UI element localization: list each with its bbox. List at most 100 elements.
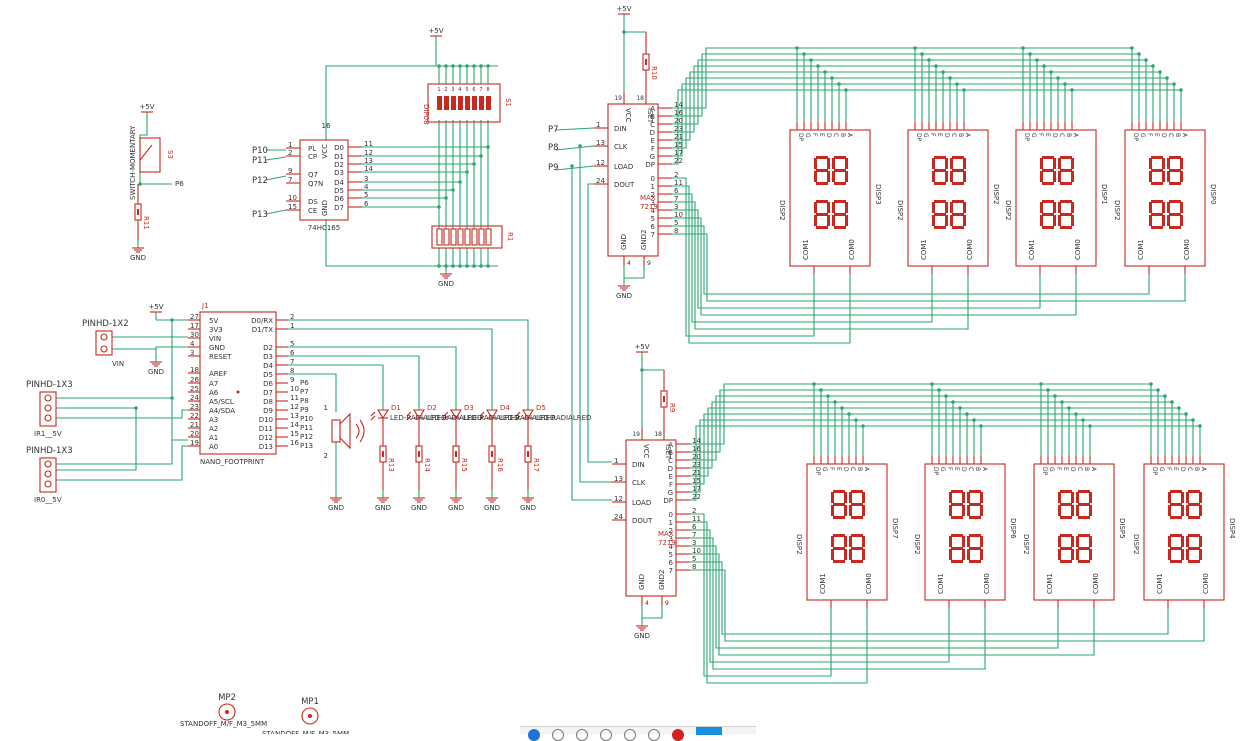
display-pin-name: G <box>804 133 811 138</box>
max-right-pin-name: 5 <box>651 215 655 223</box>
max7219-value: 7219 <box>640 203 658 211</box>
buzzer-wave <box>355 423 360 439</box>
junction-dot <box>458 180 462 184</box>
nano-right-pin-num: 13 <box>290 412 299 420</box>
segment <box>1089 505 1092 516</box>
segment <box>1060 547 1072 550</box>
segment <box>844 536 847 547</box>
display-pin-name: A <box>846 133 853 138</box>
resistor-ref: R16 <box>496 458 504 472</box>
display-pin-name: E <box>1062 467 1069 471</box>
display-DISP2 <box>907 129 989 267</box>
select-tool-icon[interactable] <box>528 729 540 741</box>
header-pin <box>100 345 108 353</box>
max-vcc: +5V <box>634 343 649 351</box>
segment <box>1169 213 1181 216</box>
sr-q7-wire <box>265 175 287 181</box>
segment-bus <box>690 389 1158 453</box>
din-link <box>555 127 595 131</box>
dip-pin-num: 5 <box>465 87 468 93</box>
segment <box>951 560 963 563</box>
max-left-pin-name: DOUT <box>632 517 653 525</box>
segment <box>1170 516 1182 519</box>
display-pin-name: E <box>1153 133 1160 137</box>
segment <box>1162 158 1165 169</box>
max-right-pin-num: 15 <box>674 141 683 149</box>
segment <box>1078 560 1090 563</box>
led-arrow <box>479 411 485 421</box>
pan-icon[interactable] <box>624 729 636 741</box>
display-part-label: DISP2 <box>913 534 921 555</box>
max-right-pin-name: 7 <box>651 231 655 239</box>
dip-lever <box>486 96 491 110</box>
grid-icon[interactable] <box>648 729 660 741</box>
stop-icon[interactable] <box>672 729 684 741</box>
schematic-toolbar <box>520 726 756 741</box>
segment <box>1170 490 1182 493</box>
zoom-out-icon[interactable] <box>576 729 588 741</box>
segment <box>831 505 834 516</box>
segment <box>1060 560 1072 563</box>
max-right-pin-num: 21 <box>692 469 701 477</box>
max-right-pin-name: DP <box>663 497 673 505</box>
nano-left-pin-num: 21 <box>190 421 199 429</box>
max-top-pin-num: 19 <box>632 431 640 438</box>
led-ref: D4 <box>500 404 510 412</box>
sr-right-pin-num: 12 <box>364 149 373 157</box>
sr-left-pin-num: 9 <box>288 167 292 175</box>
nano-left-pin-name: AREF <box>209 370 227 378</box>
segment <box>1151 156 1163 159</box>
zoom-in-icon[interactable] <box>552 729 564 741</box>
display-com1: COM1 <box>920 239 928 260</box>
segment <box>1186 492 1189 503</box>
junction-dot <box>451 264 455 268</box>
display-pin-name: F <box>1037 133 1044 137</box>
display-pin-name: DP <box>1151 467 1158 476</box>
segment <box>816 213 828 216</box>
segment <box>832 158 835 169</box>
nano-right-pin-num: 9 <box>290 376 294 384</box>
segment <box>1058 158 1061 169</box>
segment <box>833 490 845 493</box>
junction-dot <box>451 188 455 192</box>
display-com1: COM1 <box>937 573 945 594</box>
shift-register-body <box>299 139 349 221</box>
segment <box>962 536 965 547</box>
nano-right-pin-name: D5 <box>263 371 273 379</box>
max-left-pin-name: DIN <box>614 125 627 133</box>
max-right-pin-num: 6 <box>674 187 679 195</box>
sr-left-pin-name: CP <box>308 153 317 161</box>
segment <box>1071 158 1074 169</box>
sr-left-pin-num: 7 <box>288 176 292 184</box>
shift-register-name: 74HC165 <box>308 224 340 232</box>
segment <box>952 213 964 216</box>
max-top-pin-num: 18 <box>654 431 662 438</box>
switch-ref: S3 <box>166 150 174 159</box>
max-right-pin-name: 6 <box>651 223 656 231</box>
display-pin-name: DP <box>932 467 939 476</box>
segment <box>827 171 830 182</box>
max-right-pin-num: 22 <box>692 493 701 501</box>
segment <box>1167 215 1170 226</box>
display-pin-name: B <box>1083 467 1090 471</box>
segment <box>833 503 845 506</box>
nano-net-label: P6 <box>300 379 309 387</box>
segment <box>1181 505 1184 516</box>
max-gnd: GND <box>634 632 650 640</box>
nano-right-pin-name: D2 <box>263 344 273 352</box>
zoom-fit-icon[interactable] <box>600 729 612 741</box>
segment <box>1180 215 1183 226</box>
layers-icon[interactable] <box>696 727 722 735</box>
nano-left-pin-name: 3V3 <box>209 326 223 334</box>
display-name: DISP5 <box>1118 518 1126 539</box>
max-right-pin-name: B <box>668 449 673 457</box>
junction-dot <box>451 64 455 68</box>
segment <box>816 156 828 159</box>
segment <box>833 560 845 563</box>
resistor-mark <box>455 451 457 457</box>
display-pin-name: A <box>981 467 988 472</box>
segment <box>980 492 983 503</box>
array-resistor <box>464 228 471 246</box>
nano-right-pin-num: 6 <box>290 349 295 357</box>
